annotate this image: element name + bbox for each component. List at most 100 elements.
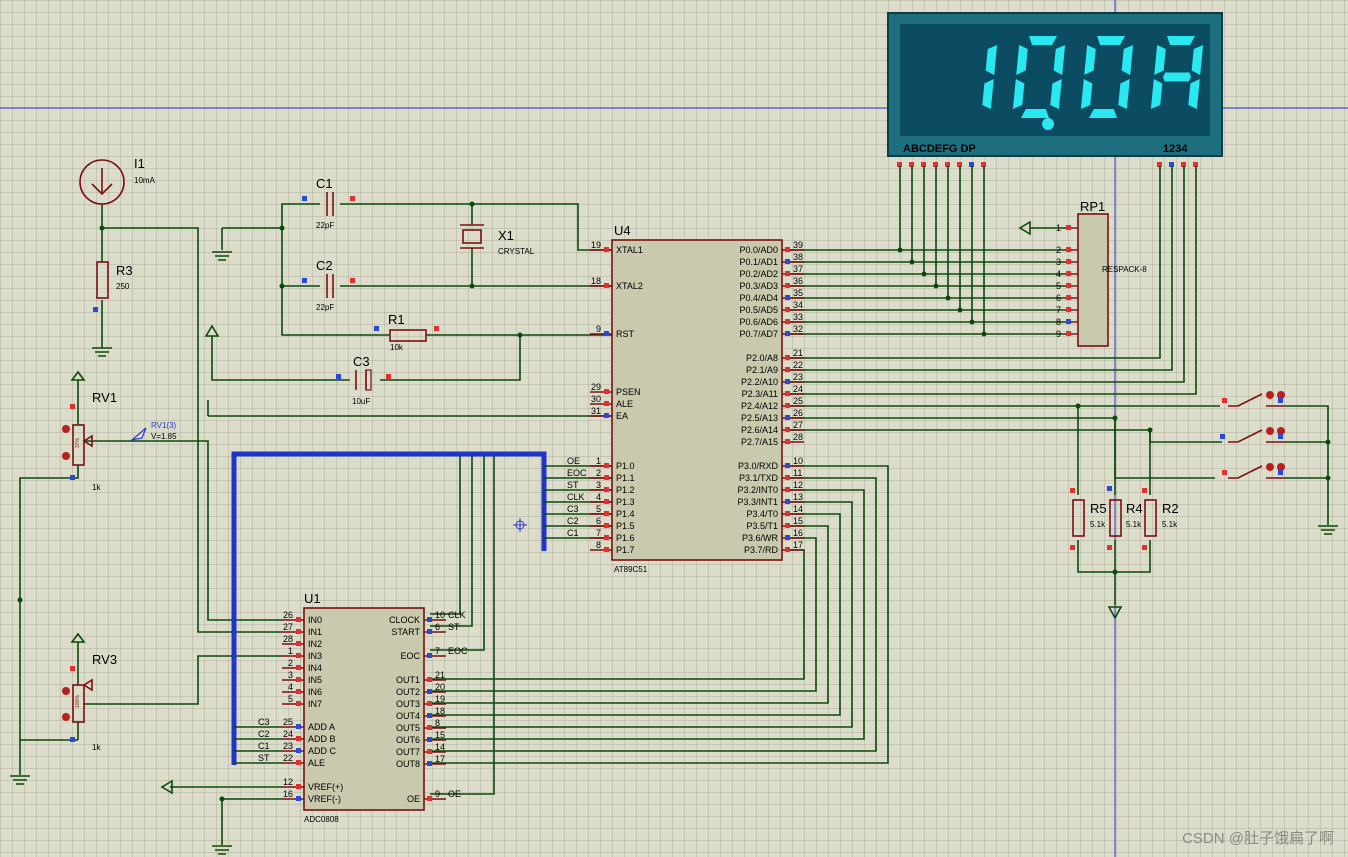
pin-name: P0.7/AD7 <box>739 329 778 339</box>
power-arrow-ea <box>204 324 220 337</box>
pin-number: 14 <box>435 742 445 752</box>
potentiometer-rv3[interactable]: 100% RV3 1k <box>62 652 117 752</box>
capacitor-c1[interactable]: C1 22pF <box>302 176 355 230</box>
resistor-r3[interactable]: R3 250 <box>93 261 133 312</box>
rv1-ref: RV1 <box>92 390 117 405</box>
pin-name: P0.2/AD2 <box>739 269 778 279</box>
pin-name: P1.7 <box>616 545 635 555</box>
pin-number: 35 <box>793 288 803 298</box>
pin-number: 5 <box>288 694 293 704</box>
pin-name: PSEN <box>616 387 641 397</box>
pin-name: OUT6 <box>396 735 420 745</box>
c1-value: 22pF <box>316 221 334 230</box>
switch-3[interactable] <box>1222 463 1285 479</box>
watermark: CSDN @肚子饿扁了啊 <box>1182 830 1334 847</box>
crystal-x1[interactable]: X1 CRYSTAL <box>460 224 535 256</box>
pin-name: OUT5 <box>396 723 420 733</box>
pin-name: P1.6 <box>616 533 635 543</box>
pin-name: P0.0/AD0 <box>739 245 778 255</box>
pin-number: 25 <box>283 717 293 727</box>
pin-name: P0.1/AD1 <box>739 257 778 267</box>
pin-name: P0.6/AD6 <box>739 317 778 327</box>
net-label: C1 <box>567 528 579 538</box>
resistor-r4[interactable]: R4 5.1k <box>1107 486 1143 550</box>
capacitor-c3[interactable]: C3 10uF <box>336 354 391 406</box>
crosshair-cursor-icon <box>513 518 527 532</box>
pin-name: IN0 <box>308 615 322 625</box>
pin-name: ADD B <box>308 734 336 744</box>
pin-name: OUT7 <box>396 747 420 757</box>
pin-number: 8 <box>1056 317 1061 327</box>
seven-segment-display[interactable]: ABCDEFG DP 1234 <box>887 12 1223 167</box>
pin-number: 12 <box>793 480 803 490</box>
switch-1[interactable] <box>1222 391 1285 407</box>
voltage-probe-rv1[interactable]: RV1(3) V=1.85 <box>129 421 177 442</box>
pin-number: 2 <box>288 658 293 668</box>
net-label: C3 <box>567 504 579 514</box>
pin-number: 39 <box>793 240 803 250</box>
pin-number: 18 <box>591 276 601 286</box>
pin-name: P3.3/INT1 <box>737 497 778 507</box>
junction-dots <box>17 201 1331 802</box>
pin-name: P1.0 <box>616 461 635 471</box>
resistor-r2[interactable]: R2 5.1k <box>1142 488 1179 550</box>
resistor-r1[interactable]: R1 10k <box>374 312 439 352</box>
pin-name: P0.4/AD4 <box>739 293 778 303</box>
pin-name: ADD C <box>308 746 337 756</box>
pin-name: P2.3/A11 <box>742 389 778 399</box>
c2-value: 22pF <box>316 303 334 312</box>
c2-ref: C2 <box>316 258 333 273</box>
pin-number: 21 <box>793 348 803 358</box>
pin-name: EA <box>616 411 628 421</box>
pin-name: IN6 <box>308 687 322 697</box>
net-label: C3 <box>258 717 270 727</box>
switch-2[interactable] <box>1220 427 1285 443</box>
pin-number: 23 <box>283 741 293 751</box>
pin-name: P2.7/A15 <box>741 437 778 447</box>
r2-ref: R2 <box>1162 501 1179 516</box>
r4-ref: R4 <box>1126 501 1143 516</box>
rv1-percent: 37% <box>75 437 81 448</box>
i1-value: 10mA <box>134 176 156 185</box>
pin-name: P2.5/A13 <box>741 413 778 423</box>
pin-name: IN5 <box>308 675 322 685</box>
u1-right-pins: 10CLOCK6START7EOC21OUT120OUT219OUT318OUT… <box>389 610 446 804</box>
pin-number: 9 <box>435 789 440 799</box>
pin-number: 17 <box>793 540 803 550</box>
net-label: C2 <box>258 729 270 739</box>
pin-name: OUT1 <box>396 675 420 685</box>
u1-part: ADC0808 <box>304 815 339 824</box>
pin-name: OUT4 <box>396 711 420 721</box>
pin-number: 38 <box>793 252 803 262</box>
pin-number: 22 <box>283 753 293 763</box>
pin-number: 14 <box>793 504 803 514</box>
pin-number: 24 <box>283 729 293 739</box>
pin-name: P3.6/WR <box>742 533 779 543</box>
pin-name: IN7 <box>308 699 322 709</box>
pin-number: 25 <box>793 396 803 406</box>
net-label: EOC <box>448 646 468 656</box>
pin-number: 29 <box>591 382 601 392</box>
pin-number: 4 <box>596 492 601 502</box>
pin-number: 19 <box>591 240 601 250</box>
pin-number: 32 <box>793 324 803 334</box>
capacitor-c2[interactable]: C2 22pF <box>302 258 355 312</box>
r5-value: 5.1k <box>1090 520 1106 529</box>
pin-number: 19 <box>435 694 445 704</box>
pin-name: EOC <box>400 651 420 661</box>
digits-label: 1234 <box>1163 143 1188 155</box>
potentiometer-rv1[interactable]: 37% RV1 1k <box>62 390 117 492</box>
pin-name: RST <box>616 329 635 339</box>
pin-number: 21 <box>435 670 445 680</box>
ground-caps <box>212 251 232 261</box>
x1-value: CRYSTAL <box>498 247 535 256</box>
current-source-i1[interactable]: I1 10mA <box>79 156 156 205</box>
r1-value: 10k <box>390 343 404 352</box>
pin-name: OUT2 <box>396 687 420 697</box>
resistor-r5[interactable]: R5 5.1k <box>1070 488 1107 550</box>
